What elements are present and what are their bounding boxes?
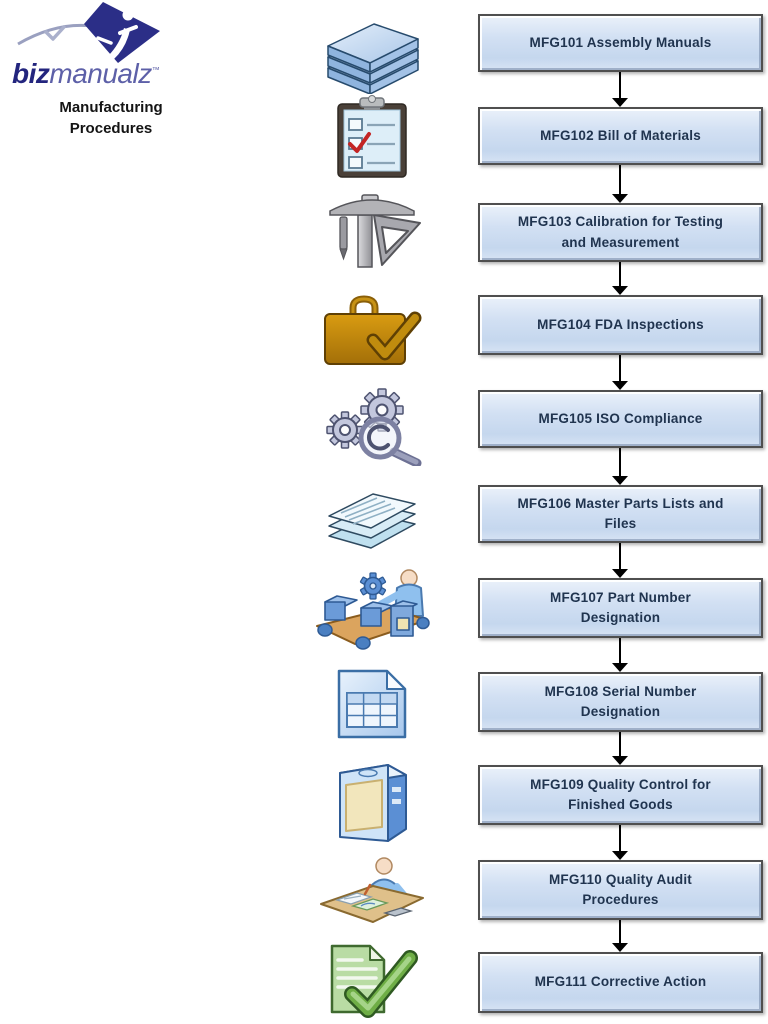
flow-node-mfg108[interactable]: MFG108 Serial Number Designation xyxy=(478,672,763,732)
document-check-icon xyxy=(308,942,436,1022)
flow-node-label: MFG101 Assembly Manuals xyxy=(529,34,712,50)
flow-arrow xyxy=(612,825,628,860)
flow-node-mfg105[interactable]: MFG105 ISO Compliance xyxy=(478,390,763,448)
flow-node-mfg110[interactable]: MFG110 Quality Audit Procedures xyxy=(478,860,763,920)
flow-node-mfg106[interactable]: MFG106 Master Parts Lists and Files xyxy=(478,485,763,543)
flow-node-mfg101[interactable]: MFG101 Assembly Manuals xyxy=(478,14,763,72)
spreadsheet-icon xyxy=(308,666,436,742)
flow-arrow xyxy=(612,448,628,485)
clipboard-checklist-icon xyxy=(308,95,436,181)
flow-arrow xyxy=(612,732,628,765)
flow-arrow xyxy=(612,355,628,390)
flow-node-label: MFG109 Quality Control for Finished Good… xyxy=(530,776,711,812)
flow-node-label: MFG111 Corrective Action xyxy=(534,974,707,990)
measuring-tools-icon xyxy=(308,193,436,273)
flow-node-label: MFG106 Master Parts Lists and Files xyxy=(517,495,724,531)
flow-node-mfg104[interactable]: MFG104 FDA Inspections xyxy=(478,295,763,355)
flow-node-label: MFG103 Calibration for Testing and Measu… xyxy=(517,214,724,250)
flow-node-mfg111[interactable]: MFG111 Corrective Action xyxy=(478,952,763,1013)
brand-biz: biz xyxy=(12,58,50,89)
books-stack-icon xyxy=(308,8,436,94)
auditor-desk-icon xyxy=(308,856,436,930)
flow-node-label: MFG107 Part Number Designation xyxy=(550,589,691,625)
brand-manualz: manualz xyxy=(49,58,152,89)
trademark-mark: ™ xyxy=(151,65,160,75)
software-box-icon xyxy=(308,753,436,843)
papers-stack-icon xyxy=(308,486,436,558)
flow-node-label: MFG110 Quality Audit Procedures xyxy=(548,871,693,907)
flow-arrow xyxy=(612,543,628,578)
flow-node-label: MFG108 Serial Number Designation xyxy=(544,683,697,719)
flow-node-mfg103[interactable]: MFG103 Calibration for Testing and Measu… xyxy=(478,203,763,262)
assembly-line-icon xyxy=(308,566,436,654)
flow-node-mfg109[interactable]: MFG109 Quality Control for Finished Good… xyxy=(478,765,763,825)
flow-arrow xyxy=(612,262,628,295)
flow-node-label: MFG105 ISO Compliance xyxy=(538,410,703,426)
flow-node-mfg102[interactable]: MFG102 Bill of Materials xyxy=(478,107,763,165)
flow-node-label: MFG104 FDA Inspections xyxy=(537,316,704,332)
flow-node-mfg107[interactable]: MFG107 Part Number Designation xyxy=(478,578,763,638)
flow-arrow xyxy=(612,72,628,107)
flow-node-label: MFG102 Bill of Materials xyxy=(540,127,701,143)
flow-arrow xyxy=(612,638,628,672)
brand-wordmark: bizmanualz™ xyxy=(12,58,218,90)
briefcase-check-icon xyxy=(308,292,436,368)
flow-arrow xyxy=(612,165,628,203)
flow-arrow xyxy=(612,920,628,952)
runner-kite-logo-icon xyxy=(17,2,160,63)
gears-magnifier-icon xyxy=(308,386,436,466)
diagram-title: Manufacturing Procedures xyxy=(59,99,163,137)
